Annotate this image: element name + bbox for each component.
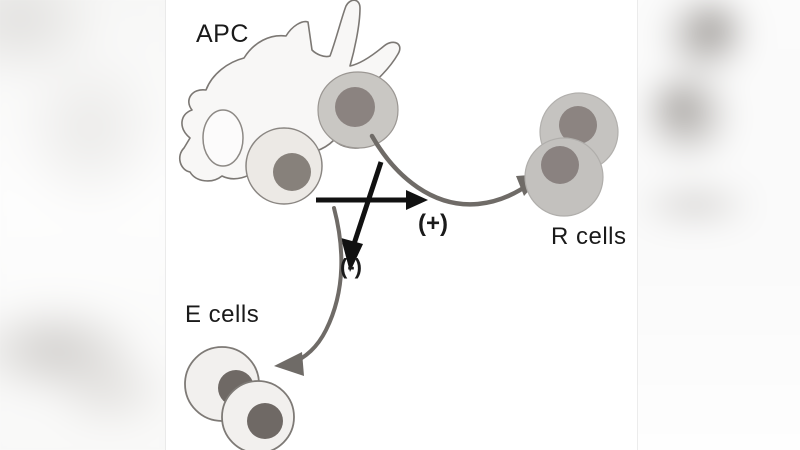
diagram-artwork	[166, 0, 637, 450]
curved-arrow-down-left-icon	[274, 206, 344, 376]
content-seam-right	[637, 0, 638, 450]
curved-arrow-right-icon	[369, 133, 544, 207]
apc-label: APC	[196, 20, 249, 48]
negative-sign-label: (-)	[340, 254, 362, 279]
crossed-arrows-icon	[316, 161, 428, 272]
positive-sign-label: (+)	[418, 210, 448, 237]
content-seam-left	[165, 0, 166, 450]
r-cell-pair	[524, 92, 619, 217]
apc-inner-dark-cell	[317, 71, 399, 149]
blurred-backdrop-left	[0, 0, 166, 450]
apc-vacuole	[202, 109, 244, 167]
apc-inner-light-cell	[245, 127, 323, 205]
e-cells-label: E cells	[185, 301, 260, 328]
blur-right-gradient	[637, 0, 800, 450]
r-cells-label: R cells	[551, 223, 627, 250]
blurred-backdrop-right	[637, 0, 800, 450]
blur-left-gradient	[0, 0, 166, 450]
e-cell-pair	[184, 346, 295, 450]
